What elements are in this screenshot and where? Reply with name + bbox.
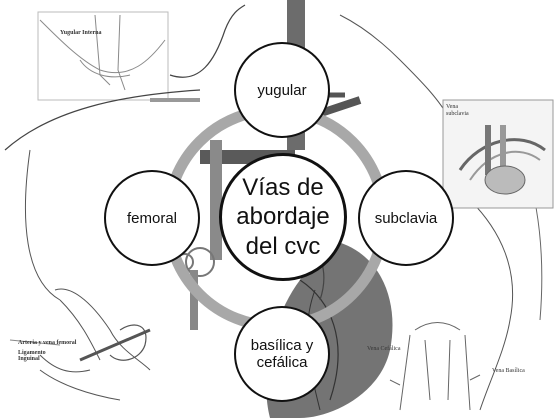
label-ligamento: Ligamento Inguinal [18, 350, 48, 363]
node-center-vias-abordaje: Vías de abordaje del cvc [219, 153, 347, 281]
node-yugular: yugular [234, 42, 330, 138]
node-femoral: femoral [104, 170, 200, 266]
label-yugular-interna: Yugular Interna [60, 30, 102, 36]
label-vena-subclavia: Vena subclavia [446, 104, 480, 117]
right-arm-outline [470, 200, 513, 410]
node-basilica-cefalica: basílica y cefálica [234, 306, 330, 402]
neck-sketch [38, 12, 168, 100]
head-outline [170, 5, 245, 77]
label-arteria-femoral: Arteria y vena femoral [18, 340, 76, 346]
node-yugular-label: yugular [253, 78, 310, 103]
label-vena-basilica: Vena Basílica [492, 368, 525, 374]
label-vena-cefalica: Vena Cefálica [367, 346, 400, 352]
center-label: Vías de abordaje del cvc [222, 169, 344, 265]
body-left-outline [25, 150, 60, 300]
node-subclavia-label: subclavia [371, 206, 442, 231]
torso-sketch [390, 323, 480, 411]
node-basilica-cefalica-label: basílica y cefálica [236, 333, 328, 375]
node-subclavia: subclavia [358, 170, 454, 266]
node-femoral-label: femoral [123, 206, 181, 231]
